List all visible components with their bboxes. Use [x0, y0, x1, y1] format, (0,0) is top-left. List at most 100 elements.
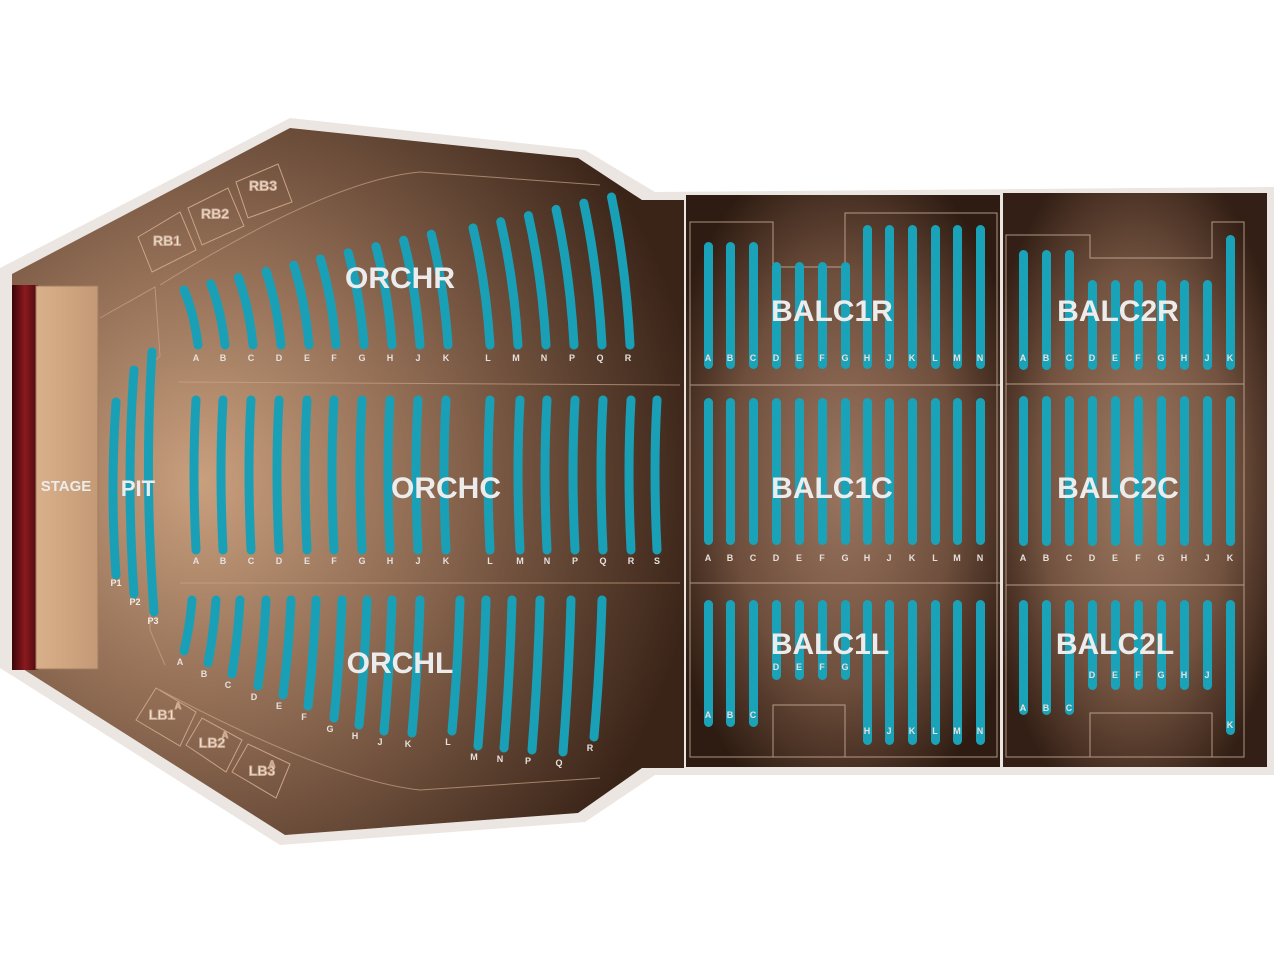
orchr-seat-row[interactable] — [579, 198, 607, 350]
balc1c-seat-row[interactable] — [863, 398, 872, 545]
orchc-seat-row[interactable] — [216, 395, 228, 555]
balc1l-seat-row[interactable] — [976, 600, 985, 745]
balc1r-seat-row[interactable] — [885, 225, 894, 369]
balc1c-seat-row[interactable] — [885, 398, 894, 545]
balc2r-seat-row[interactable] — [1203, 280, 1212, 370]
balc2l-seat-row[interactable] — [1203, 600, 1212, 690]
orchc-seat-row[interactable] — [624, 395, 636, 555]
orchl-seat-row[interactable] — [447, 595, 465, 736]
balc1l-seat-row[interactable] — [818, 600, 827, 680]
orchr-seat-row[interactable] — [523, 211, 551, 350]
balc1l-seat-row[interactable] — [749, 600, 758, 727]
orchl-seat-row[interactable] — [558, 595, 576, 757]
orchr-seat-row[interactable] — [551, 204, 579, 350]
orchc-seat-row[interactable] — [568, 395, 580, 555]
balc2c-seat-row[interactable] — [1019, 396, 1028, 546]
balc2r-seat-row[interactable] — [1042, 250, 1051, 370]
orchc-seat-row[interactable] — [540, 395, 552, 555]
balc2l-seat-row[interactable] — [1019, 600, 1028, 715]
orchl-seat-row[interactable] — [379, 595, 397, 736]
balc1c-seat-row[interactable] — [841, 398, 850, 545]
orchl-seat-row[interactable] — [203, 595, 221, 668]
orchl-seat-row[interactable] — [278, 595, 296, 700]
balc1r-seat-row[interactable] — [726, 242, 735, 369]
balc1r-seat-row[interactable] — [863, 225, 872, 369]
pit-section[interactable]: P1 P2 P3 PIT — [108, 347, 159, 626]
orchl-seat-row[interactable] — [329, 595, 347, 723]
balc1r-seat-row[interactable] — [976, 225, 985, 369]
balc1l-seat-row[interactable] — [863, 600, 872, 745]
balc1r-seat-row[interactable] — [908, 225, 917, 369]
balc1c-seat-row[interactable] — [726, 398, 735, 545]
balc2c-seat-row[interactable] — [1088, 396, 1097, 546]
balc1c-seat-row[interactable] — [908, 398, 917, 545]
balc2r-seat-row[interactable] — [1088, 280, 1097, 370]
balc1r-seat-row[interactable] — [749, 242, 758, 369]
box-rb1[interactable]: RB1 — [137, 211, 197, 273]
balc2r-seat-row[interactable] — [1019, 250, 1028, 370]
balc2l-seat-row[interactable] — [1088, 600, 1097, 690]
balc2l-seat-row[interactable] — [1042, 600, 1051, 715]
balc1l-seat-row[interactable] — [885, 600, 894, 745]
balc2l-seat-row[interactable] — [1065, 600, 1074, 715]
box-rb3[interactable]: RB3 — [235, 163, 293, 219]
orchr-seat-row[interactable] — [206, 279, 230, 350]
balc2r-seat-row[interactable] — [1134, 280, 1143, 370]
orchl-seat-row[interactable] — [253, 595, 271, 691]
orchl-seat-row[interactable] — [527, 595, 545, 755]
balc2c-seat-row[interactable] — [1042, 396, 1051, 546]
orchl-seat-row[interactable] — [589, 595, 607, 742]
orchc-seat-row[interactable] — [483, 395, 495, 555]
balc1c-seat-row[interactable] — [931, 398, 940, 545]
balc2r-seat-row[interactable] — [1065, 250, 1074, 370]
orchc-seat-row[interactable] — [300, 395, 312, 555]
balc2c-seat-row[interactable] — [1226, 396, 1235, 546]
orchc-seat-row[interactable] — [650, 395, 662, 555]
orchl-seat-row[interactable] — [179, 595, 197, 656]
orchc-seat-row[interactable] — [327, 395, 339, 555]
orchr-seat-row[interactable] — [496, 217, 523, 350]
balc1r-seat-row[interactable] — [931, 225, 940, 369]
orchc-seat-row[interactable] — [513, 395, 525, 555]
orchc-seat-row[interactable] — [439, 395, 451, 555]
orchc-seat-row[interactable] — [244, 395, 256, 555]
balc1r-seat-row[interactable] — [772, 262, 781, 369]
orchl-seat-row[interactable] — [303, 595, 321, 711]
balc1l-seat-row[interactable] — [841, 600, 850, 680]
orchc-seat-row[interactable] — [189, 395, 201, 555]
balc1c-seat-row[interactable] — [818, 398, 827, 545]
orchr-seat-row[interactable] — [261, 266, 286, 350]
balc2c-seat-row[interactable] — [1180, 396, 1189, 546]
balc2l-seat-row[interactable] — [1134, 600, 1143, 690]
balc2r-seat-row[interactable] — [1180, 280, 1189, 370]
balc1c-seat-row[interactable] — [795, 398, 804, 545]
box-lb1[interactable]: LB1 A — [135, 687, 197, 747]
balc2r-seat-row[interactable] — [1226, 235, 1235, 370]
balc1r-seat-row[interactable] — [704, 242, 713, 369]
balc2c-seat-row[interactable] — [1111, 396, 1120, 546]
orchc-seat-row[interactable] — [596, 395, 608, 555]
balc1l-seat-row[interactable] — [704, 600, 713, 727]
orchr-seat-row[interactable] — [289, 260, 314, 350]
balc1r-seat-row[interactable] — [953, 225, 962, 369]
orchc-seat-row[interactable] — [355, 395, 367, 555]
orchr-seat-row[interactable] — [468, 223, 495, 350]
balc2c-seat-row[interactable] — [1134, 396, 1143, 546]
balc1c-seat-row[interactable] — [976, 398, 985, 545]
balc2r-seat-row[interactable] — [1157, 280, 1166, 370]
balc2c-seat-row[interactable] — [1157, 396, 1166, 546]
orchr-seat-row[interactable] — [316, 254, 341, 350]
pit-row-p3[interactable] — [143, 347, 159, 617]
balc2c-seat-row[interactable] — [1203, 396, 1212, 546]
orchl-seat-row[interactable] — [354, 595, 372, 730]
balc2l-seat-row[interactable] — [1157, 600, 1166, 690]
balc2l-seat-row[interactable] — [1111, 600, 1120, 690]
balc1l-seat-row[interactable] — [772, 600, 781, 680]
